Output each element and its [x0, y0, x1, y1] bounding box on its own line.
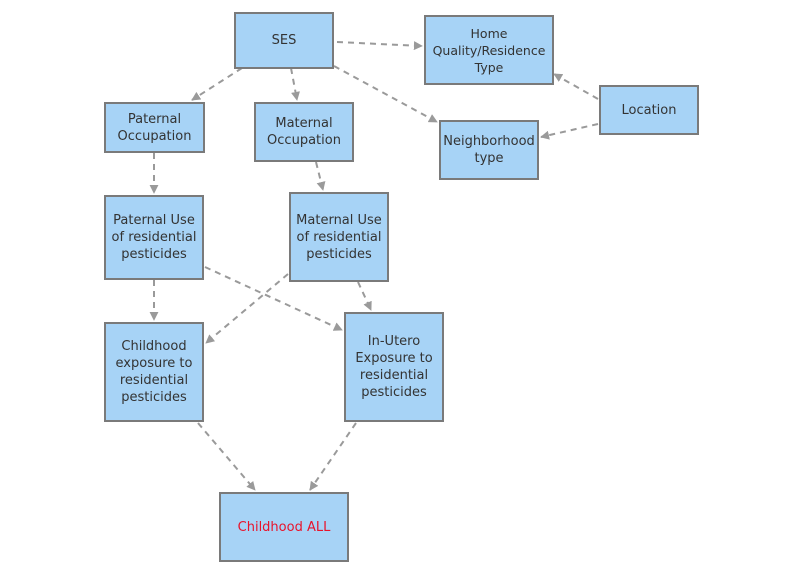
node-in-utero: In-Utero Exposure to residential pestici…: [344, 312, 444, 422]
node-neighborhood-label: Neighborhood type: [443, 134, 535, 166]
node-location: Location: [599, 85, 699, 135]
node-location-label: Location: [621, 102, 677, 118]
edge-ses-to-maternal-occupation: [290, 67, 300, 101]
node-home-quality: Home Quality/Residence Type: [424, 15, 554, 85]
node-paternal-occupation: Paternal Occupation: [104, 102, 205, 153]
edge-ses-to-neighborhood: [333, 65, 438, 123]
node-childhood-all: Childhood ALL: [219, 492, 349, 562]
node-maternal-use: Maternal Use of residential pesticides: [289, 192, 389, 282]
node-childhood-exposure: Childhood exposure to residential pestic…: [104, 322, 204, 422]
node-paternal-use-label: Paternal Use of residential pesticides: [111, 213, 197, 262]
node-in-utero-label: In-Utero Exposure to residential pestici…: [355, 334, 433, 400]
node-paternal-use: Paternal Use of residential pesticides: [104, 195, 204, 280]
node-maternal-use-label: Maternal Use of residential pesticides: [296, 212, 382, 262]
edge-ses-to-home-quality: [336, 41, 423, 51]
edge-location-to-home-quality: [553, 73, 599, 100]
edge-maternal-use-to-childhood-exposure: [205, 273, 289, 344]
node-ses: SES: [234, 12, 334, 69]
edge-maternal-occupation-to-maternal-use: [315, 161, 326, 191]
node-maternal-occupation-label: Maternal Occupation: [267, 116, 341, 148]
node-home-quality-label: Home Quality/Residence Type: [432, 25, 546, 75]
edge-ses-to-paternal-occupation: [191, 67, 243, 101]
edge-childhood-exposure-to-childhood-all: [197, 422, 256, 491]
node-ses-label: SES: [271, 33, 297, 48]
node-neighborhood: Neighborhood type: [439, 120, 539, 180]
edge-location-to-neighborhood: [540, 123, 599, 140]
node-paternal-occupation-label: Paternal Occupation: [117, 111, 192, 144]
node-childhood-all-label: Childhood ALL: [237, 519, 331, 535]
node-childhood-exposure-label: Childhood exposure to residential pestic…: [115, 339, 193, 405]
edge-in-utero-to-childhood-all: [309, 422, 357, 491]
node-maternal-occupation: Maternal Occupation: [254, 102, 354, 162]
edge-paternal-use-to-in-utero: [204, 266, 343, 331]
edge-maternal-use-to-in-utero: [357, 281, 372, 311]
